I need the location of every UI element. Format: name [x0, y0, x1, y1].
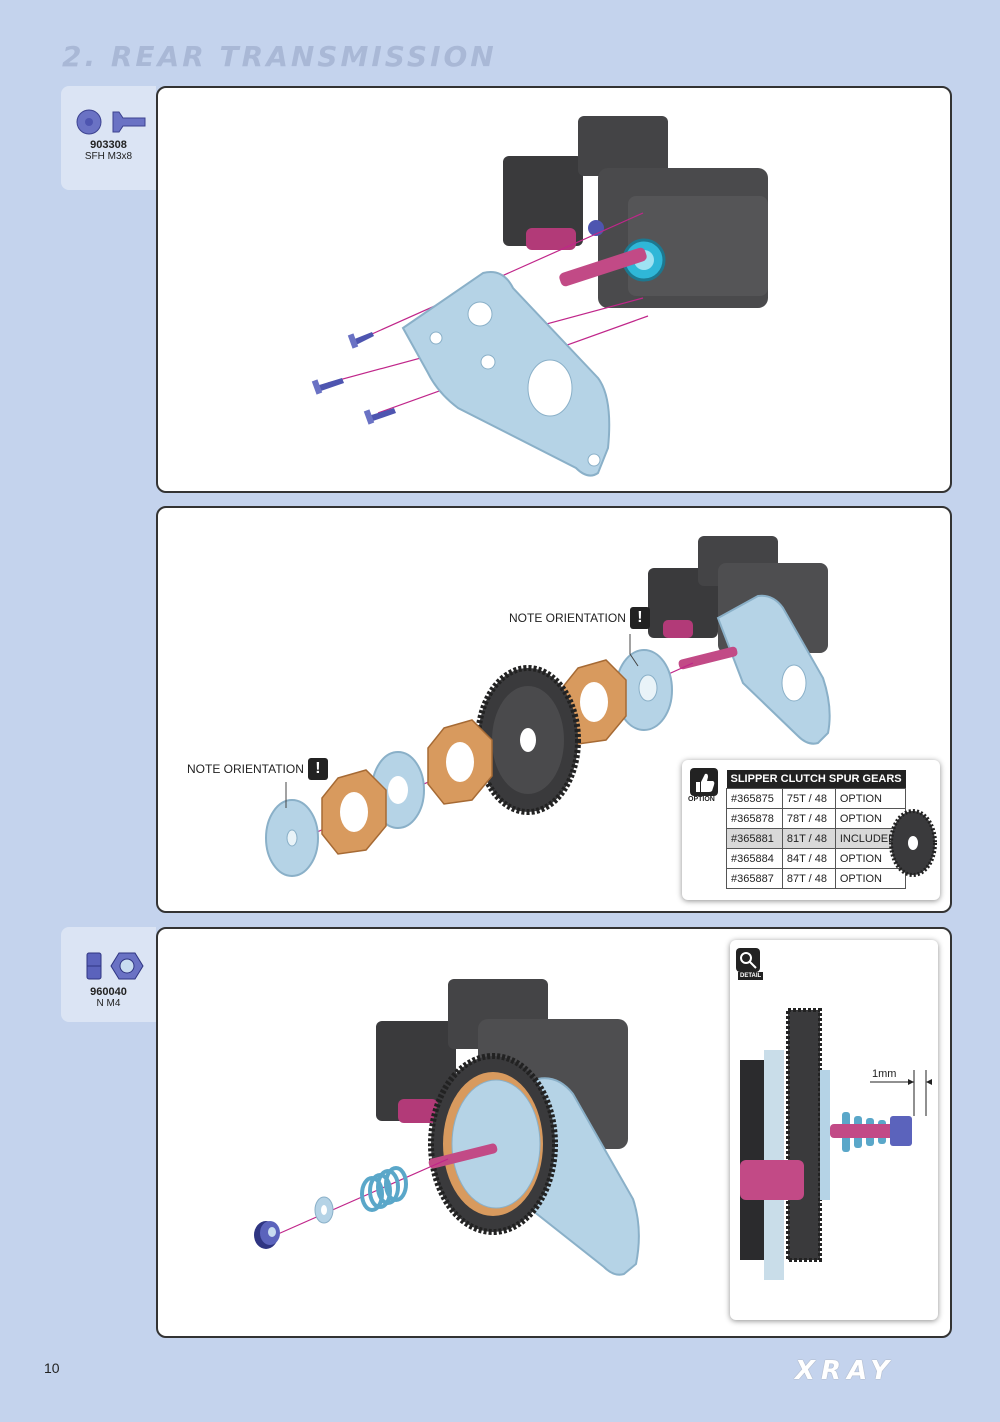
note-orientation-left: NOTE ORIENTATION !: [187, 758, 328, 780]
screws: [311, 332, 396, 425]
note-leader: [629, 634, 639, 667]
detail-label: DETAIL: [738, 972, 764, 980]
spur-gear-icon: [889, 809, 937, 877]
note-text: NOTE ORIENTATION: [187, 762, 304, 776]
step1-illustration: [311, 116, 768, 477]
output-cup: [526, 228, 576, 250]
part-desc: SFH M3x8: [84, 151, 133, 162]
step2-illustration: [265, 536, 831, 877]
slipper-pad: [427, 719, 493, 805]
table-row: #365875 75T / 48 OPTION: [726, 788, 907, 809]
part-desc: N M4: [96, 998, 121, 1009]
axle-section: [740, 1160, 804, 1200]
table-row: #365884 84T / 48 OPTION: [726, 848, 907, 869]
table-row: #365881 81T / 48 INCLUDED: [726, 828, 907, 849]
washer: [314, 1196, 334, 1224]
part-code: 960040: [90, 986, 127, 998]
motor-plate: [716, 594, 831, 745]
slipper-pad: [321, 769, 387, 855]
locknut-section: [890, 1116, 912, 1146]
note-text: NOTE ORIENTATION: [509, 611, 626, 625]
gearbox-housing: [503, 116, 768, 308]
nut-icon: [86, 952, 144, 980]
exclamation-icon: !: [629, 607, 650, 629]
spur-gear-options: OPTION SLIPPER CLUTCH SPUR GEARS #365875…: [682, 760, 940, 900]
table-title: SLIPPER CLUTCH SPUR GEARS: [726, 770, 906, 789]
magnifier-icon: [736, 948, 760, 972]
table-row: #365887 87T / 48 OPTION: [726, 868, 907, 889]
detail-view: DETAIL 1mm: [730, 940, 938, 1320]
step3-illustration: [254, 979, 640, 1276]
gearbox-assembly: [648, 536, 831, 745]
spur-gear-table: SLIPPER CLUTCH SPUR GEARS #365875 75T / …: [726, 770, 907, 889]
brand-logo: XRAY: [795, 1356, 896, 1386]
gap-label: 1mm: [872, 1068, 897, 1080]
spring: [360, 1166, 408, 1212]
parts-tab-step1: 903308 SFH M3x8: [61, 86, 156, 190]
note-orientation-top: NOTE ORIENTATION !: [509, 607, 650, 629]
part-code: 903308: [90, 139, 127, 151]
screw-icon: [76, 109, 145, 135]
page-number: 10: [44, 1360, 60, 1376]
exclamation-icon: !: [307, 758, 328, 780]
page-title: 2. REAR TRANSMISSION: [62, 40, 497, 73]
locknut: [254, 1221, 280, 1249]
slipper-pad: [561, 659, 627, 745]
drive-axle: [559, 247, 647, 287]
axle: [428, 1143, 498, 1169]
step1-panel: [156, 86, 952, 493]
thumbs-up-icon: [690, 768, 718, 796]
option-label: OPTION: [688, 796, 715, 803]
back-plate: [265, 799, 319, 877]
spur-gear: [475, 665, 581, 815]
motor-plate: [401, 271, 611, 477]
pressure-plate-section: [820, 1070, 830, 1200]
parts-tab-step3: 960040 N M4: [61, 927, 156, 1022]
spur-gear-section: [786, 1008, 822, 1262]
detail-illustration: [740, 1008, 932, 1280]
table-row: #365878 78T / 48 OPTION: [726, 808, 907, 829]
